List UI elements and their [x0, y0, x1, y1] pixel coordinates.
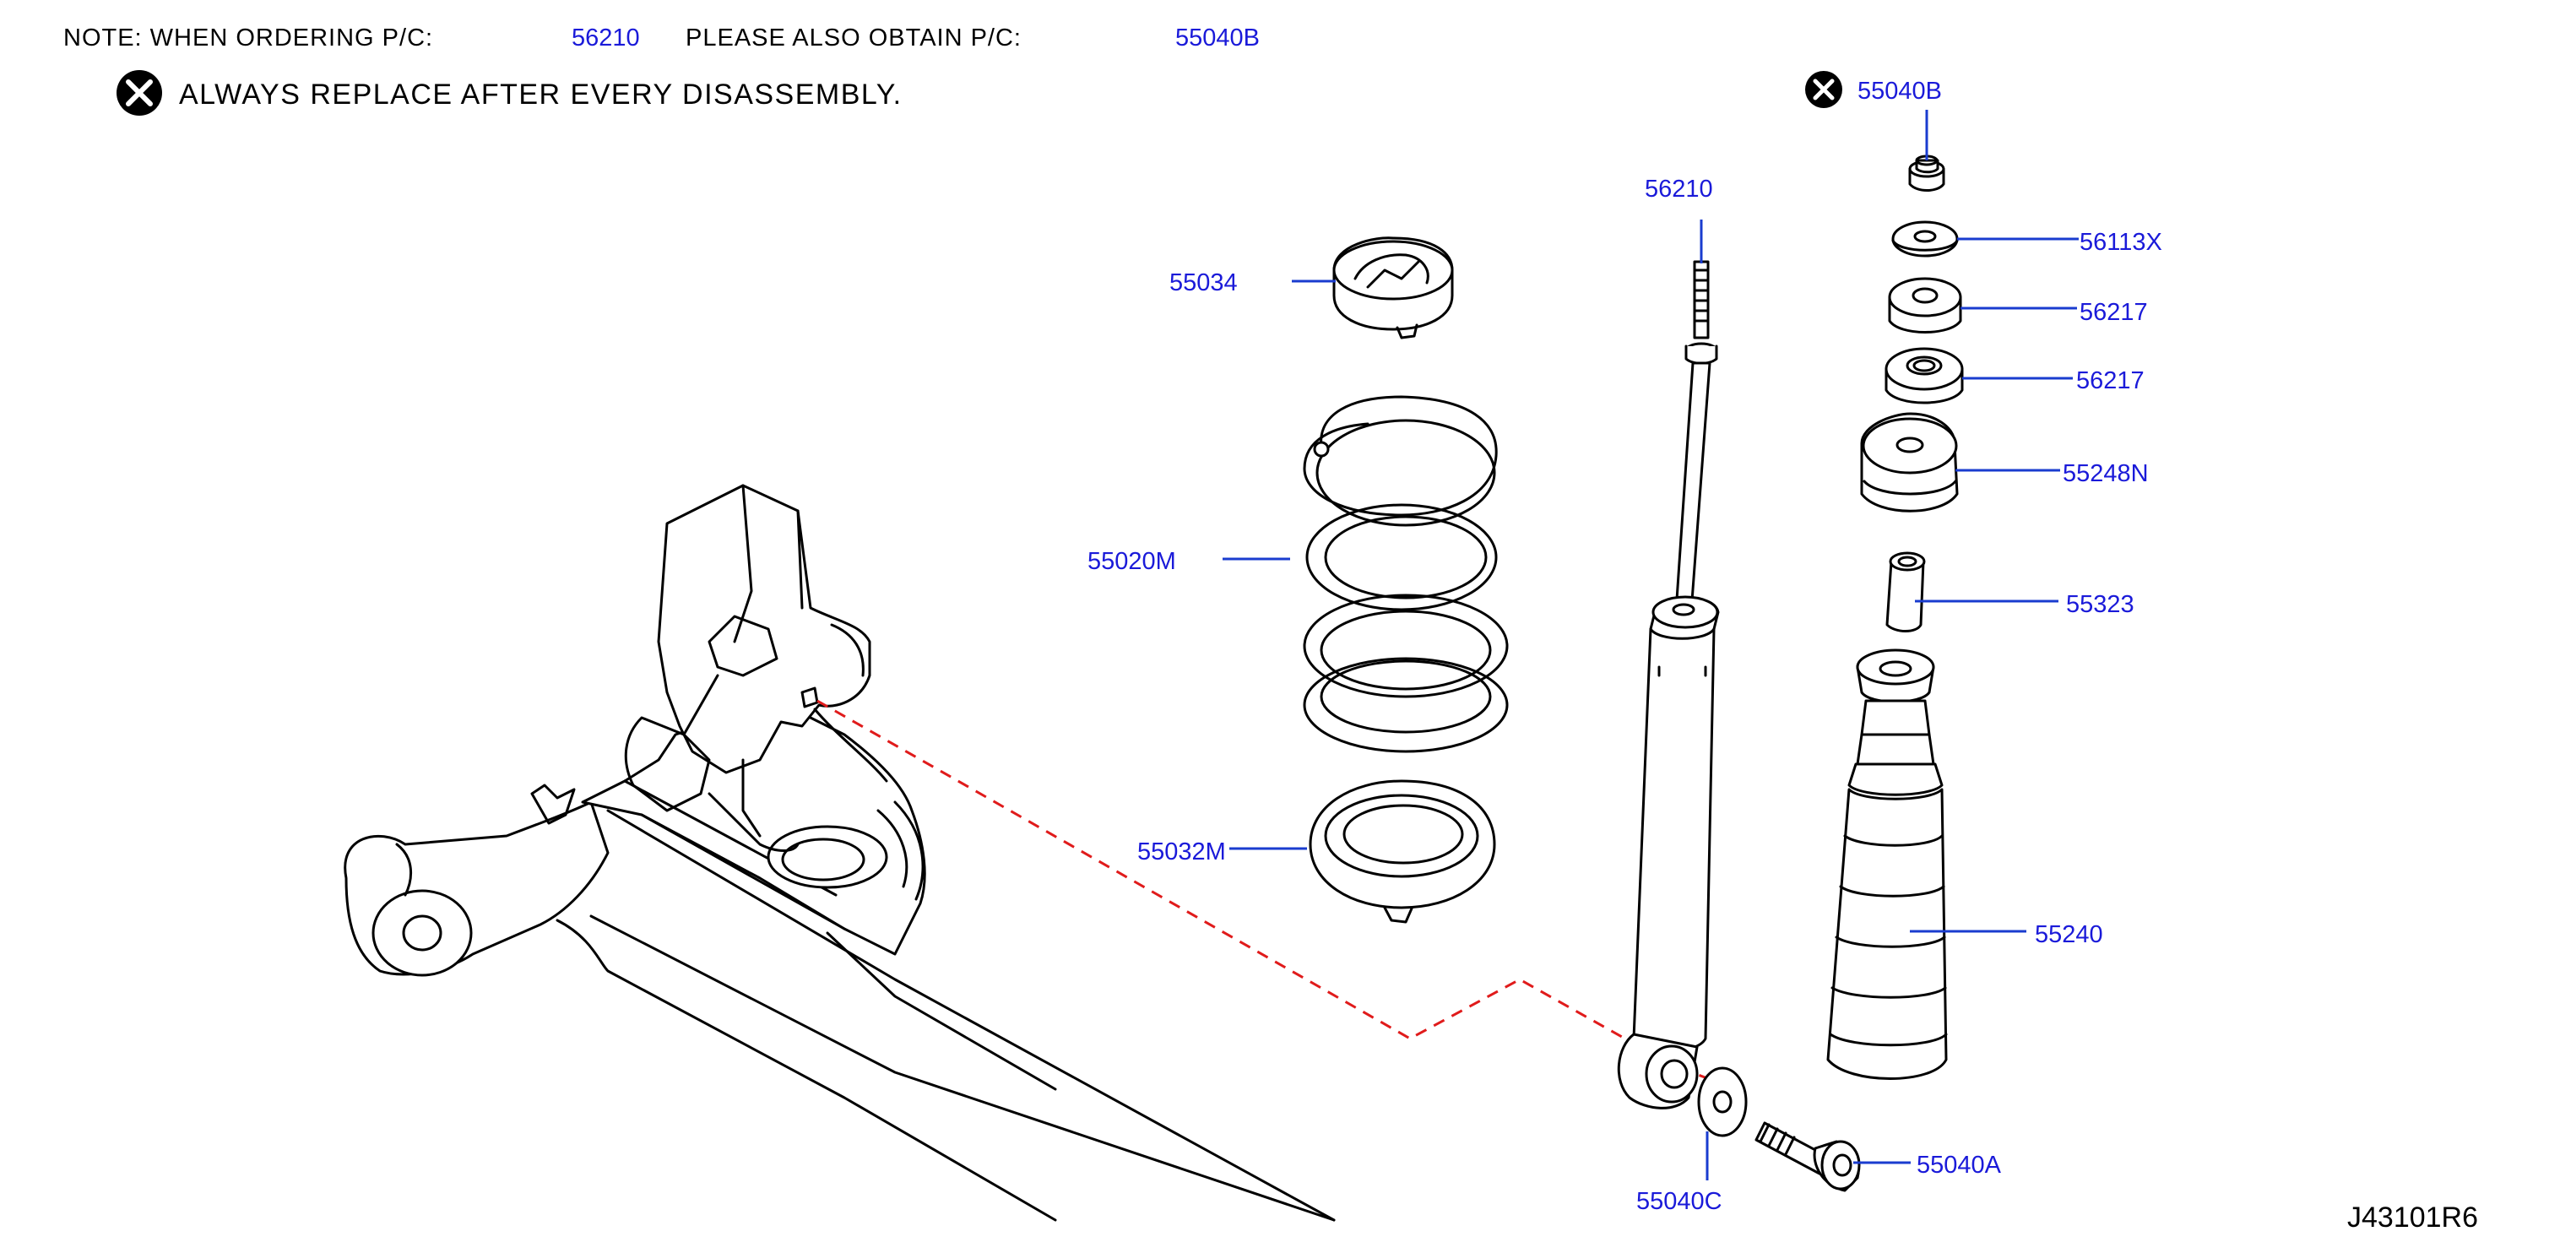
upper-spring-seat-55034[interactable] [1332, 236, 1454, 339]
bump-stop-55323[interactable] [1885, 551, 1926, 632]
label-55323[interactable]: 55323 [2066, 591, 2134, 618]
bushing-56217-upper[interactable] [1888, 277, 1962, 334]
installation-dashed-line [816, 699, 1656, 1057]
bolt-55040A[interactable] [1754, 1121, 1861, 1192]
label-55248N[interactable]: 55248N [2063, 460, 2149, 487]
bushing-56217-lower[interactable] [1885, 347, 1964, 404]
washer-56113X[interactable] [1891, 220, 1959, 258]
label-55034[interactable]: 55034 [1169, 269, 1238, 296]
note-middle: PLEASE ALSO OBTAIN P/C: [686, 24, 1022, 52]
diagram-code: J43101R6 [2347, 1201, 2478, 1234]
cap-55248N[interactable] [1860, 412, 1959, 513]
washer-55040C[interactable] [1697, 1066, 1748, 1137]
label-55040B[interactable]: 55040B [1857, 78, 1942, 105]
label-56217-lower[interactable]: 56217 [2076, 367, 2145, 394]
dust-boot-55240[interactable] [1826, 648, 1948, 1080]
label-56217-upper[interactable]: 56217 [2080, 299, 2148, 326]
label-55032M[interactable]: 55032M [1137, 838, 1226, 865]
lower-spring-seat-55032M[interactable] [1309, 779, 1496, 924]
label-55040A[interactable]: 55040A [1917, 1152, 2002, 1179]
label-56210[interactable]: 56210 [1645, 176, 1713, 203]
warning-line: ALWAYS REPLACE AFTER EVERY DISASSEMBLY. [117, 70, 903, 116]
label-55040C[interactable]: 55040C [1636, 1188, 1722, 1215]
leader-lines [1223, 110, 2079, 1180]
x-circle-icon [117, 70, 162, 116]
nut-55040B[interactable] [1908, 155, 1945, 192]
axle-beam-drawing [344, 484, 1336, 1222]
note-line: NOTE: WHEN ORDERING P/C: 56210 PLEASE AL… [63, 24, 1260, 52]
warning-text: ALWAYS REPLACE AFTER EVERY DISASSEMBLY. [179, 79, 903, 111]
label-55020M[interactable]: 55020M [1087, 548, 1176, 575]
note-prefix: NOTE: WHEN ORDERING P/C: [63, 24, 433, 52]
note-part-55040B[interactable]: 55040B [1175, 24, 1260, 52]
coil-spring-55020M[interactable] [1303, 395, 1509, 753]
part-labels: 55040B 56210 55034 56113X 56217 56217 55… [1087, 78, 2162, 1215]
label-56113X[interactable]: 56113X [2080, 229, 2162, 256]
note-part-56210[interactable]: 56210 [572, 24, 640, 52]
shock-absorber-56210[interactable] [1617, 260, 1720, 1109]
label-55240[interactable]: 55240 [2035, 921, 2103, 948]
x-circle-icon-55040B [1805, 71, 1842, 108]
